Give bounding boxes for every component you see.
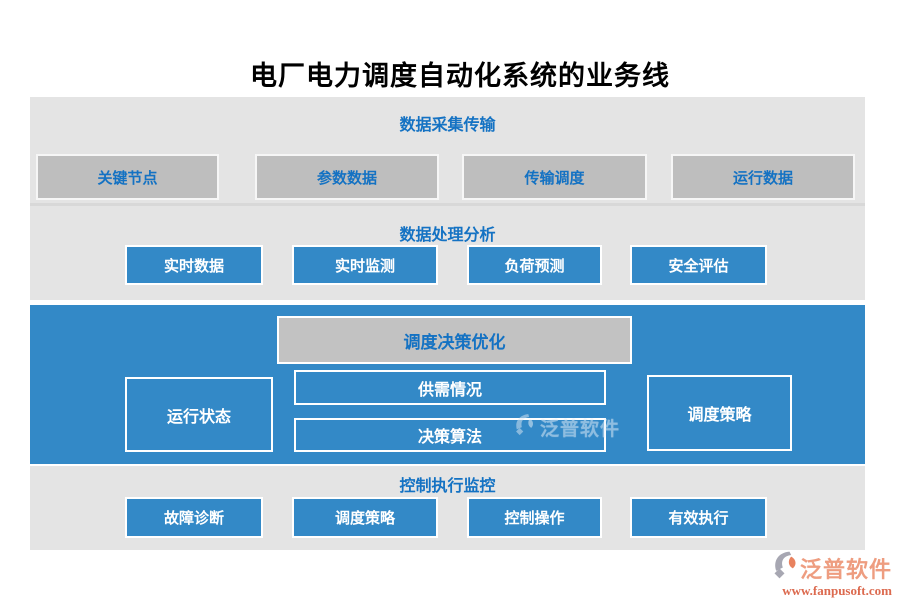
node-control-operation: 控制操作 (467, 497, 602, 538)
node-load-forecast: 负荷预测 (467, 245, 602, 285)
node-supply-demand: 供需情况 (294, 370, 606, 405)
brand-name: 泛普软件 (799, 556, 892, 582)
node-transmission-dispatch: 传输调度 (462, 154, 647, 200)
brand-url: www.fanpusoft.com (782, 583, 892, 598)
node-operating-status: 运行状态 (125, 377, 273, 452)
node-safety-assessment: 安全评估 (630, 245, 767, 285)
node-operation-data: 运行数据 (671, 154, 855, 200)
brand-row: 泛普软件 (771, 550, 892, 585)
node-key-points: 关键节点 (36, 154, 219, 200)
node-dispatch-strategy-mid: 调度策略 (647, 375, 792, 451)
section-header-control: 控制执行监控 (399, 478, 496, 495)
node-decision-algorithm: 决策算法 (294, 418, 606, 452)
page-title: 电厂电力调度自动化系统的业务线 (250, 61, 670, 91)
node-realtime-data: 实时数据 (125, 245, 263, 285)
node-parameter-data: 参数数据 (255, 154, 439, 200)
node-effective-execution: 有效执行 (630, 497, 767, 538)
section-header-collection: 数据采集传输 (399, 117, 496, 134)
node-decision-optimization-header: 调度决策优化 (277, 316, 632, 364)
footer-brand-block: 泛普软件 www.fanpusoft.com (752, 550, 892, 599)
node-dispatch-strategy: 调度策略 (292, 497, 438, 538)
node-realtime-monitoring: 实时监测 (292, 245, 438, 285)
node-fault-diagnosis: 故障诊断 (125, 497, 263, 538)
fanpu-logo-icon (771, 550, 798, 585)
section-header-processing: 数据处理分析 (399, 227, 496, 244)
